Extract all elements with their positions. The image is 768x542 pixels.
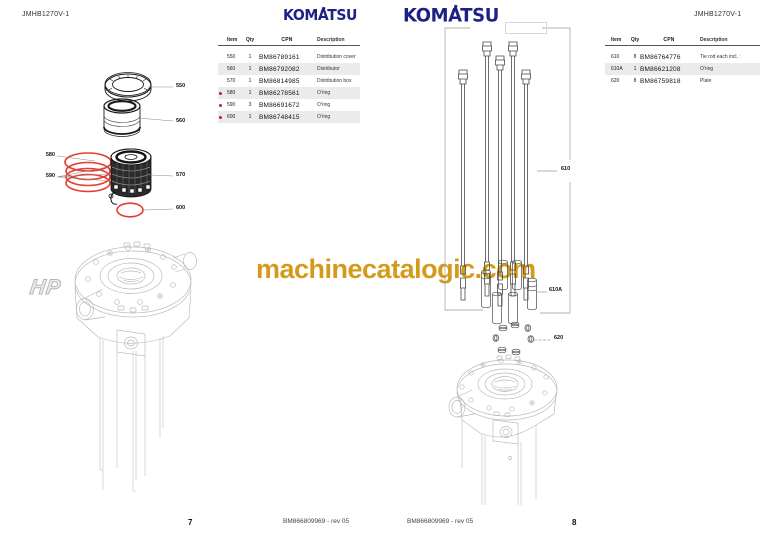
col-header-cpn: CPN: [663, 37, 675, 43]
watermark-machinecatalogic: machinecatalogic.com: [256, 254, 536, 284]
plates-620: [492, 321, 534, 356]
table-row: 590 3 BM86691672 O'ring: [218, 99, 360, 111]
scan-artifact-box: [505, 22, 547, 34]
table-row: 570 1 BM86814985 Distribution box: [227, 77, 352, 85]
komatsu-logo-left: KOMATSU: [283, 6, 358, 25]
page-number-right: 8: [572, 518, 577, 527]
left-leader-lines: [56, 86, 174, 211]
callout-560: 560: [176, 118, 186, 124]
page-code-left: JMHB1270V-1: [22, 11, 70, 18]
doc-number-right: BM866809969 - rev 05: [407, 518, 474, 525]
callout-610: 610: [561, 166, 571, 172]
komatsu-logo-right: KOMATSU: [403, 4, 499, 27]
part-560-distributor: [103, 98, 141, 137]
col-header-qty: Qty: [630, 37, 640, 43]
table-row: 560 1 BM86792082 Distributor: [218, 63, 360, 75]
callout-580: 580: [45, 152, 55, 158]
part-570-distribution-box: [110, 148, 152, 198]
left-housing-drawing: [74, 241, 197, 492]
watermark-hp: HP: [28, 276, 63, 300]
table-row: 610 8 BM86764776 Tie rod each incl. :: [611, 53, 741, 61]
page-code-right: JMHB1270V-1: [694, 11, 742, 18]
part-580-590-orings: [64, 152, 112, 193]
table-row: 580 1 BM86278561 O'ring: [218, 87, 360, 99]
callout-550: 550: [176, 83, 186, 89]
page-number-left: 7: [188, 518, 193, 527]
callout-590: 590: [45, 173, 55, 179]
komatsu-logo-text: KOMATSU: [283, 7, 358, 25]
revision-dot: [219, 116, 222, 119]
col-header-item: Item: [227, 37, 238, 43]
callout-600: 600: [176, 205, 186, 211]
part-550-distribution-cover: [104, 72, 152, 102]
table-header-row: Item Qty CPN Description: [605, 35, 760, 46]
callout-570: 570: [176, 172, 186, 178]
table-row: 550 1 BM86789161 Distribution cover: [227, 53, 356, 61]
table-row: 610A 1 BM86621208 O'ring: [605, 63, 760, 75]
callout-620: 620: [554, 335, 564, 341]
table-row: 600 1 BM86748415 O'ring: [218, 111, 360, 123]
revision-dot: [219, 104, 222, 107]
col-header-description: Description: [700, 37, 728, 43]
parts-table-right: Item Qty CPN Description 610 8 BM8676477…: [605, 35, 760, 87]
revision-dot: [219, 92, 222, 95]
right-housing-drawing: [448, 354, 558, 505]
col-header-item: Item: [611, 37, 622, 43]
part-600-chain-and-oring: [108, 191, 144, 218]
col-header-description: Description: [317, 37, 345, 43]
col-header-qty: Qty: [245, 37, 255, 43]
callout-610a: 610A: [549, 287, 563, 293]
parts-table-left: Item Qty CPN Description 550 1 BM8678916…: [218, 35, 360, 123]
komatsu-logo-text: KOMATSU: [403, 4, 499, 27]
doc-number-left: BM866809969 - rev 05: [283, 518, 350, 525]
table-row: 620 8 BM86759818 Plate: [611, 77, 712, 85]
col-header-cpn: CPN: [281, 37, 293, 43]
table-header-row: Item Qty CPN Description: [218, 35, 360, 46]
